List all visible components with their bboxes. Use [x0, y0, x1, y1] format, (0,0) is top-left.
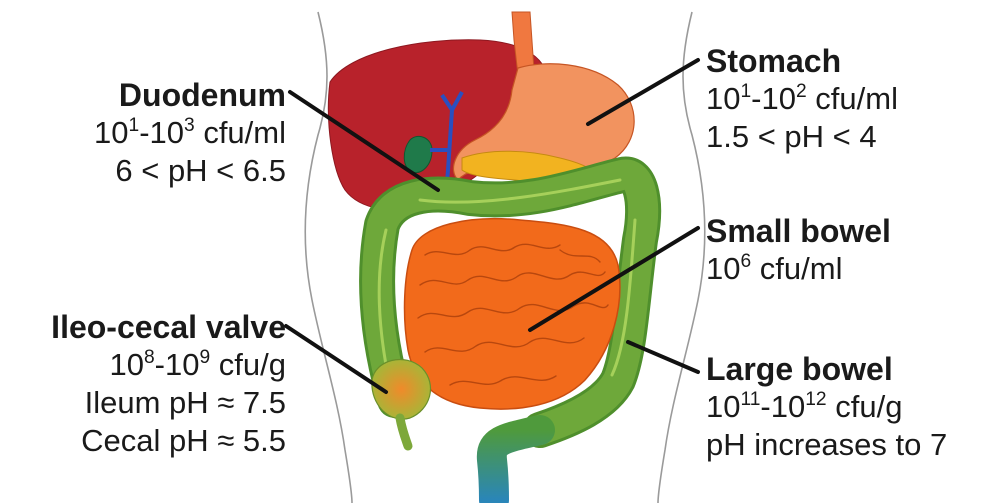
duodenum-title: Duodenum — [20, 76, 286, 114]
duodenum-label: Duodenum 101-103 cfu/ml 6 < pH < 6.5 — [20, 76, 286, 190]
large-bowel-label: Large bowel 1011-1012 cfu/g pH increases… — [706, 350, 996, 464]
stomach-label: Stomach 101-102 cfu/ml 1.5 < pH < 4 — [706, 42, 986, 156]
large-bowel-count: 1011-1012 cfu/g — [706, 388, 996, 426]
ileocecal-label: Ileo-cecal valve 108-109 cfu/g Ileum pH … — [6, 308, 286, 460]
large-bowel-title: Large bowel — [706, 350, 996, 388]
stomach-count: 101-102 cfu/ml — [706, 80, 986, 118]
appendix-shape — [400, 418, 408, 446]
rectum-shape — [492, 430, 540, 500]
ileocecal-title: Ileo-cecal valve — [6, 308, 286, 346]
duodenum-ph: 6 < pH < 6.5 — [20, 152, 286, 190]
stomach-title: Stomach — [706, 42, 986, 80]
small-bowel-title: Small bowel — [706, 212, 986, 250]
cecal-ph: Cecal pH ≈ 5.5 — [6, 422, 286, 460]
duodenum-count: 101-103 cfu/ml — [20, 114, 286, 152]
large-bowel-ph: pH increases to 7 — [706, 426, 996, 464]
small-bowel-label: Small bowel 106 cfu/ml — [706, 212, 986, 288]
stomach-ph: 1.5 < pH < 4 — [706, 118, 986, 156]
small-intestine-shape — [405, 219, 620, 409]
ileum-ph: Ileum pH ≈ 7.5 — [6, 384, 286, 422]
small-bowel-count: 106 cfu/ml — [706, 250, 986, 288]
ileocecal-count: 108-109 cfu/g — [6, 346, 286, 384]
